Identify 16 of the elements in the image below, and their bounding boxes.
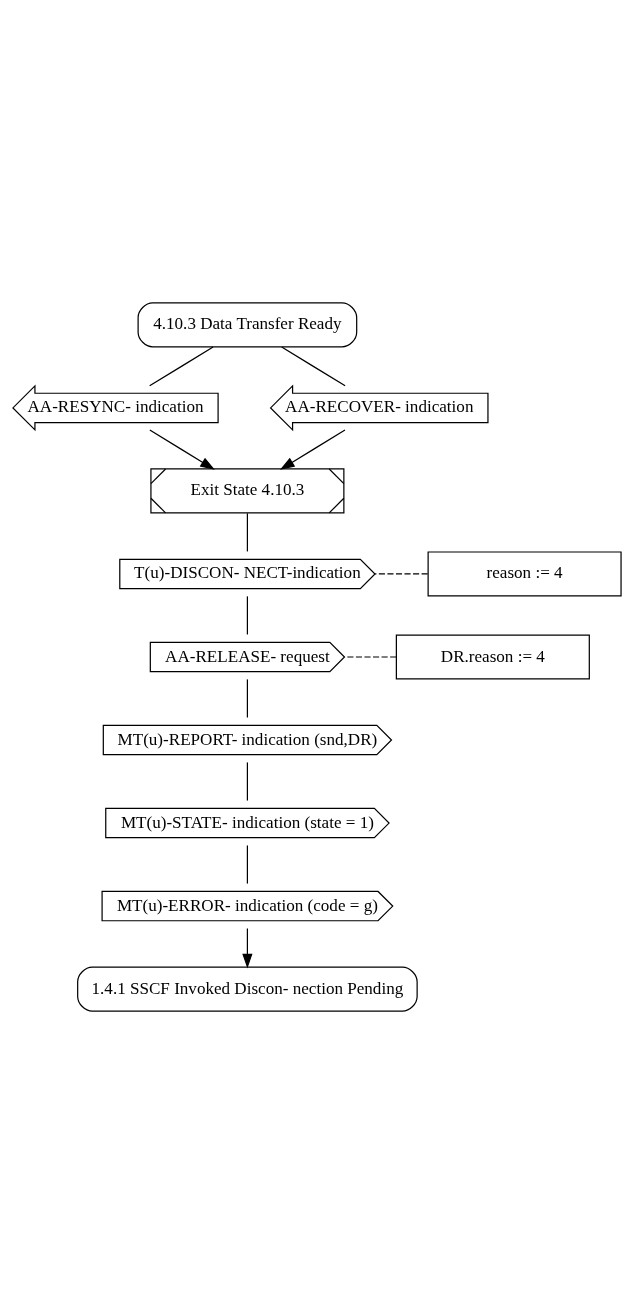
connector: [374, 573, 429, 575]
connector: [149, 346, 214, 387]
connector: [246, 844, 248, 885]
node-box: 4.10.3 Data Transfer Ready: [137, 302, 358, 348]
arrow: [149, 429, 215, 470]
connector: [246, 595, 248, 636]
connector: [246, 512, 248, 553]
arrow: [279, 429, 346, 470]
connector: [246, 678, 248, 719]
arrow: [242, 927, 253, 969]
connector: [246, 761, 248, 802]
connector: [344, 656, 397, 658]
node-box: DR.reason := 4: [395, 634, 590, 680]
node-box: reason := 4: [427, 551, 622, 597]
connector: [281, 346, 346, 387]
node-box: 1.4.1 SSCF Invoked Discon- nection Pending: [77, 966, 418, 1012]
